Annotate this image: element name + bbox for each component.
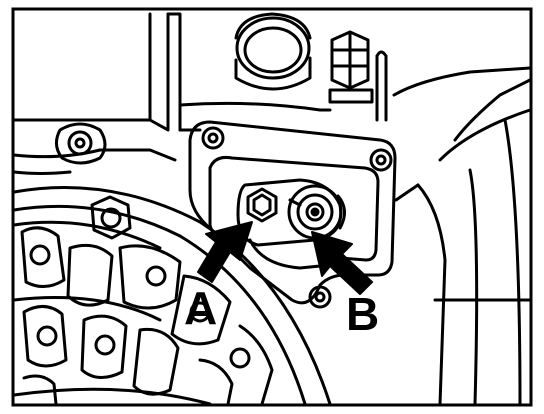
callout-arrows	[197, 221, 373, 295]
housing-linework	[12, 12, 532, 406]
callout-label-a: A	[184, 282, 217, 334]
arrow-b	[311, 231, 373, 295]
callout-label-b: B	[346, 288, 379, 340]
arrow-a	[197, 221, 253, 283]
